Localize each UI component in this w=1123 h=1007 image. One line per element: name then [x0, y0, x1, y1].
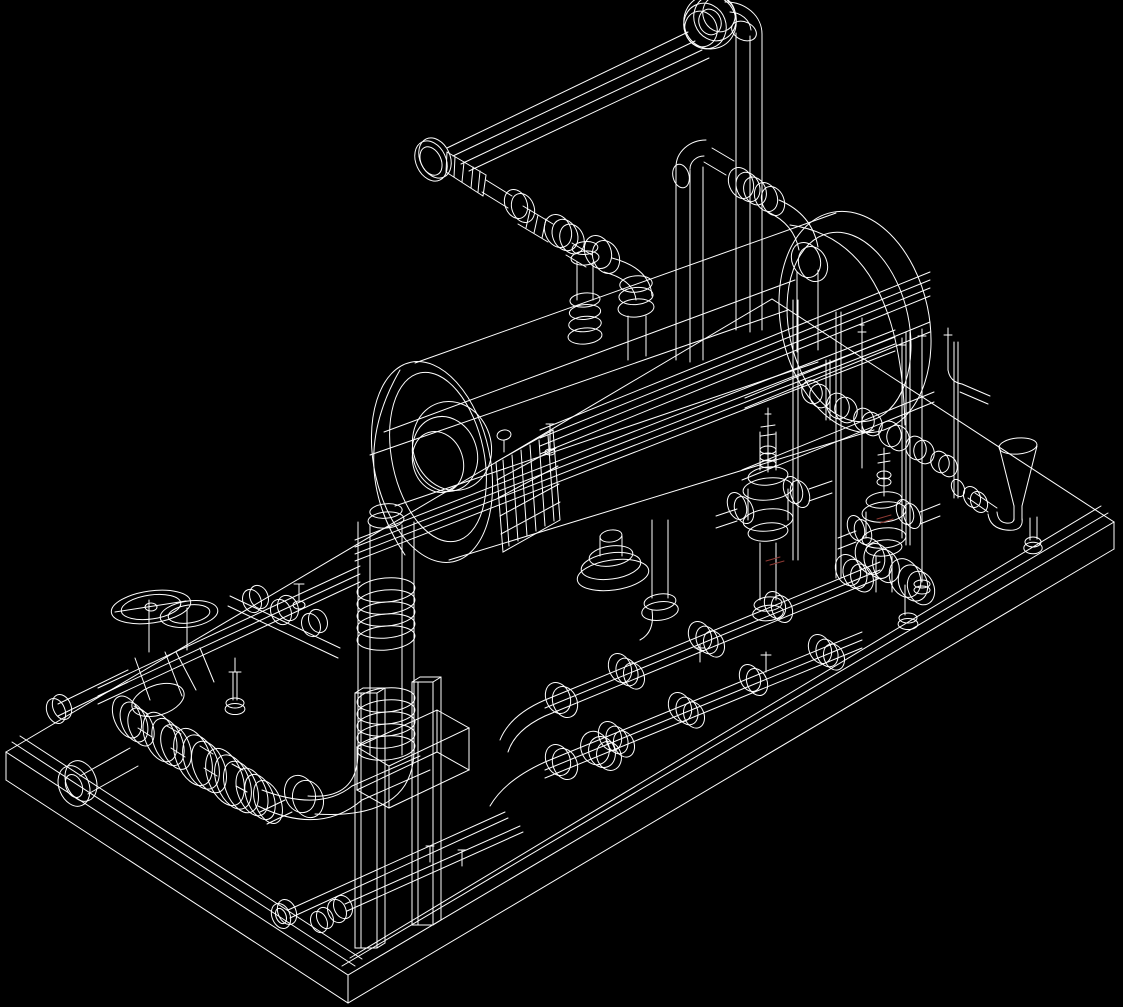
feed-header [98, 330, 895, 704]
steam-riser [447, 0, 762, 332]
paint-marks [766, 515, 893, 565]
main-vessel [354, 197, 951, 574]
level-standpipe [260, 502, 416, 824]
steam-outlet-pipe [670, 140, 833, 362]
vessel-nozzles [496, 240, 654, 455]
support-posts [355, 677, 469, 948]
blowdown-chain [409, 133, 652, 300]
drain-funnel [949, 436, 1042, 553]
steam-header [540, 272, 930, 454]
safety-valve-station [716, 300, 990, 622]
manhole-cover [575, 529, 650, 595]
base-stub-pipes [268, 812, 523, 935]
inlet-assembly [43, 583, 430, 828]
skid-base [6, 299, 1114, 1003]
drain-runs [490, 520, 940, 806]
